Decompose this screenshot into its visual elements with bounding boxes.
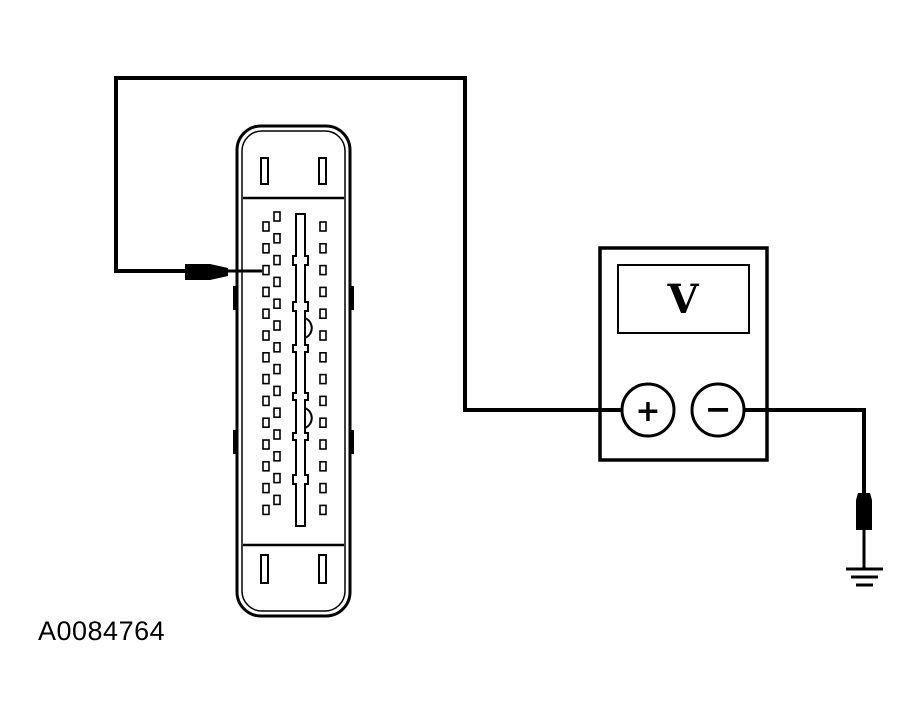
ground-probe [856,493,872,568]
pin-cavity [262,439,270,450]
connector-pins-right [319,221,327,516]
connector-pins-left [262,211,281,516]
pin-cavity [319,286,327,298]
pin-cavity [262,351,270,363]
pin-cavity [262,330,270,341]
pin-cavity [262,417,270,429]
pin-cavity [262,243,270,254]
voltmeter: V + − [598,246,769,462]
figure-id-label: A0084764 [38,616,166,646]
positive-test-lead-wire [114,76,622,412]
pin-cavity [273,211,281,222]
pin-cavity [319,504,327,516]
pin-cavity [319,439,327,450]
pin-cavity [262,221,270,232]
pin-cavity [319,482,327,494]
pin-cavity [273,233,281,244]
positive-terminal-label: + [635,394,660,429]
ground-icon [846,567,883,587]
pin-cavity [262,308,270,320]
pin-cavity [319,221,327,232]
pin-cavity [319,308,327,320]
pin-cavity [319,330,327,341]
pin-cavity [273,407,281,419]
negative-terminal-label: − [705,390,732,428]
pin-cavity [319,373,327,385]
pin-cavity [273,472,281,484]
pin-cavity [262,395,270,407]
pin-cavity [319,351,327,363]
pin-cavity [262,504,270,516]
voltmeter-display-symbol: V [666,276,699,323]
pin-cavity [273,385,281,397]
pin-cavity [262,460,270,472]
pin-cavity [273,429,281,440]
pin-cavity [319,417,327,429]
pin-cavity [262,286,270,298]
pin-cavity [273,341,281,353]
pin-cavity [273,494,281,506]
positive-terminal-icon [620,382,676,438]
pin-cavity [273,450,281,462]
pin-cavity [273,320,281,331]
pin-cavity [262,264,270,276]
pin-cavity [273,298,281,310]
pin-cavity [319,395,327,407]
negative-test-lead-wire [744,408,866,493]
pin-cavity [273,363,281,375]
pin-cavity [262,482,270,494]
pin-cavity [319,460,327,472]
back-probe [185,264,262,280]
pin-cavity [319,264,327,276]
ecu-connector [233,124,354,618]
pin-cavity [273,254,281,266]
pin-cavity [262,373,270,385]
pin-cavity [319,243,327,254]
pin-cavity [273,276,281,288]
